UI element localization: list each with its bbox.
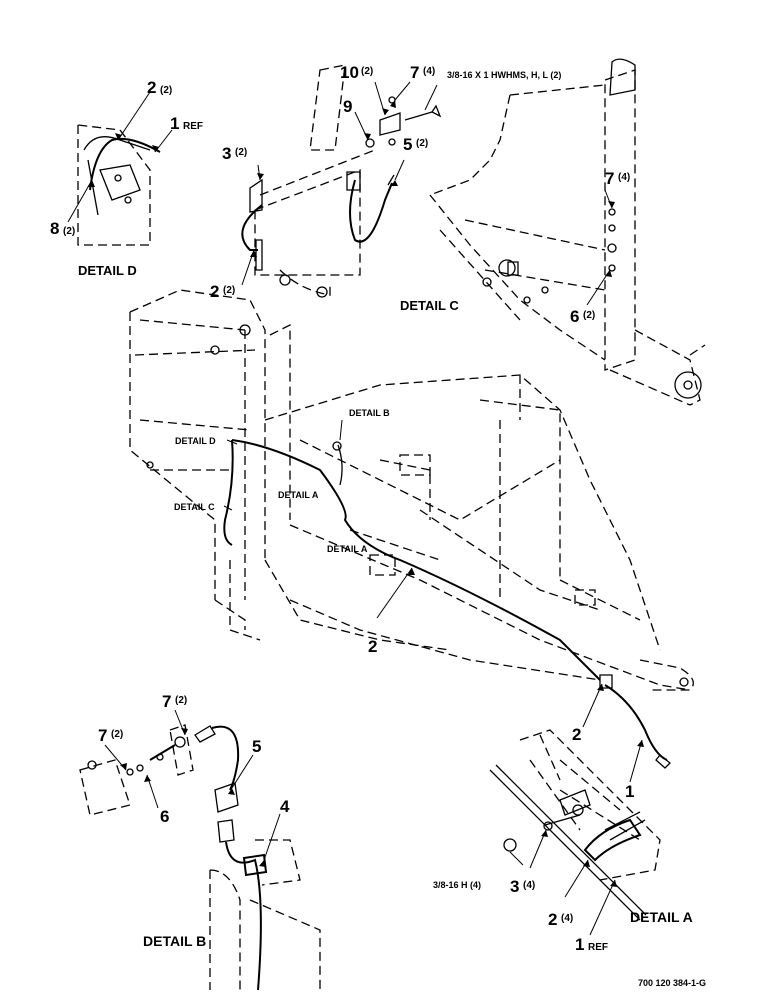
main-callout-2-a: 2 (368, 637, 377, 656)
detail-c-drawing (429, 58, 706, 406)
main-frame-leaders (223, 419, 643, 783)
callout-b-4-num: 4 (280, 797, 290, 816)
callout-top-7-qty: (4) (423, 66, 435, 77)
callout-top-5-num: 5 (403, 135, 412, 154)
callout-a-2-num: 2 (548, 910, 557, 929)
callout-d-1-num: 1 (170, 114, 179, 133)
detail-a-nut-note: 3/8-16 H (4) (433, 880, 481, 890)
callout-d-1-qty: REF (183, 121, 203, 132)
detail-c-title: DETAIL C (400, 298, 459, 313)
callout-a-1-qty: REF (588, 942, 608, 953)
detail-a-drawing (489, 729, 661, 921)
arrowheads (88, 100, 644, 887)
hardware-note: 3/8-16 X 1 HWHMS, H, L (2) (447, 70, 561, 80)
callout-d-2-qty: (2) (160, 85, 172, 96)
main-callout-detail-a-lower: DETAIL A (327, 544, 368, 554)
callout-top-10-qty: (2) (361, 66, 373, 77)
detail-d-leaders (67, 91, 173, 223)
detail-d-title: DETAIL D (78, 263, 137, 278)
callout-b-7a-num: 7 (162, 692, 171, 711)
callout-d-8-qty: (2) (63, 226, 75, 237)
callout-top-3-num: 3 (222, 144, 231, 163)
callout-b-7a-qty: (2) (175, 695, 187, 706)
detail-d-drawing (77, 124, 161, 246)
callout-d-2-num: 2 (147, 78, 156, 97)
callout-top-10-num: 10 (340, 63, 359, 82)
drawing-number: 700 120 384-1-G (638, 978, 706, 988)
callout-c-6-num: 6 (570, 307, 579, 326)
callout-top-5-qty: (2) (416, 138, 428, 149)
callout-d-8-num: 8 (50, 219, 59, 238)
detail-a-title: DETAIL A (630, 909, 693, 925)
callout-c-7-qty: (4) (618, 172, 630, 183)
callout-a-2-qty: (4) (561, 913, 573, 924)
detail-top-drawing (241, 64, 442, 298)
callout-c-6-qty: (2) (583, 310, 595, 321)
callout-top-7-num: 7 (410, 63, 419, 82)
main-callout-detail-c: DETAIL C (174, 502, 215, 512)
callout-b-7b-num: 7 (98, 726, 107, 745)
main-callout-2-b: 2 (572, 725, 581, 744)
detail-b-title: DETAIL B (143, 933, 206, 949)
callout-a-1-num: 1 (575, 935, 584, 954)
callout-top-2-num: 2 (210, 282, 219, 301)
callout-a-3-qty: (4) (523, 880, 535, 891)
main-callout-1: 1 (625, 782, 634, 801)
callout-top-2-qty: (2) (223, 285, 235, 296)
callout-a-3-num: 3 (510, 877, 519, 896)
main-frame-drawing (129, 289, 694, 769)
callout-b-6-num: 6 (160, 807, 169, 826)
callout-top-9-num: 9 (343, 97, 352, 116)
detail-b-drawing (79, 724, 321, 991)
callout-c-7-num: 7 (605, 169, 614, 188)
main-callout-detail-b: DETAIL B (349, 408, 390, 418)
callout-top-3-qty: (2) (235, 147, 247, 158)
callout-b-5-num: 5 (252, 737, 261, 756)
detail-b-leaders (104, 709, 281, 861)
callout-b-7b-qty: (2) (111, 729, 123, 740)
main-callout-detail-d: DETAIL D (175, 436, 216, 446)
main-callout-detail-a-upper: DETAIL A (278, 490, 319, 500)
